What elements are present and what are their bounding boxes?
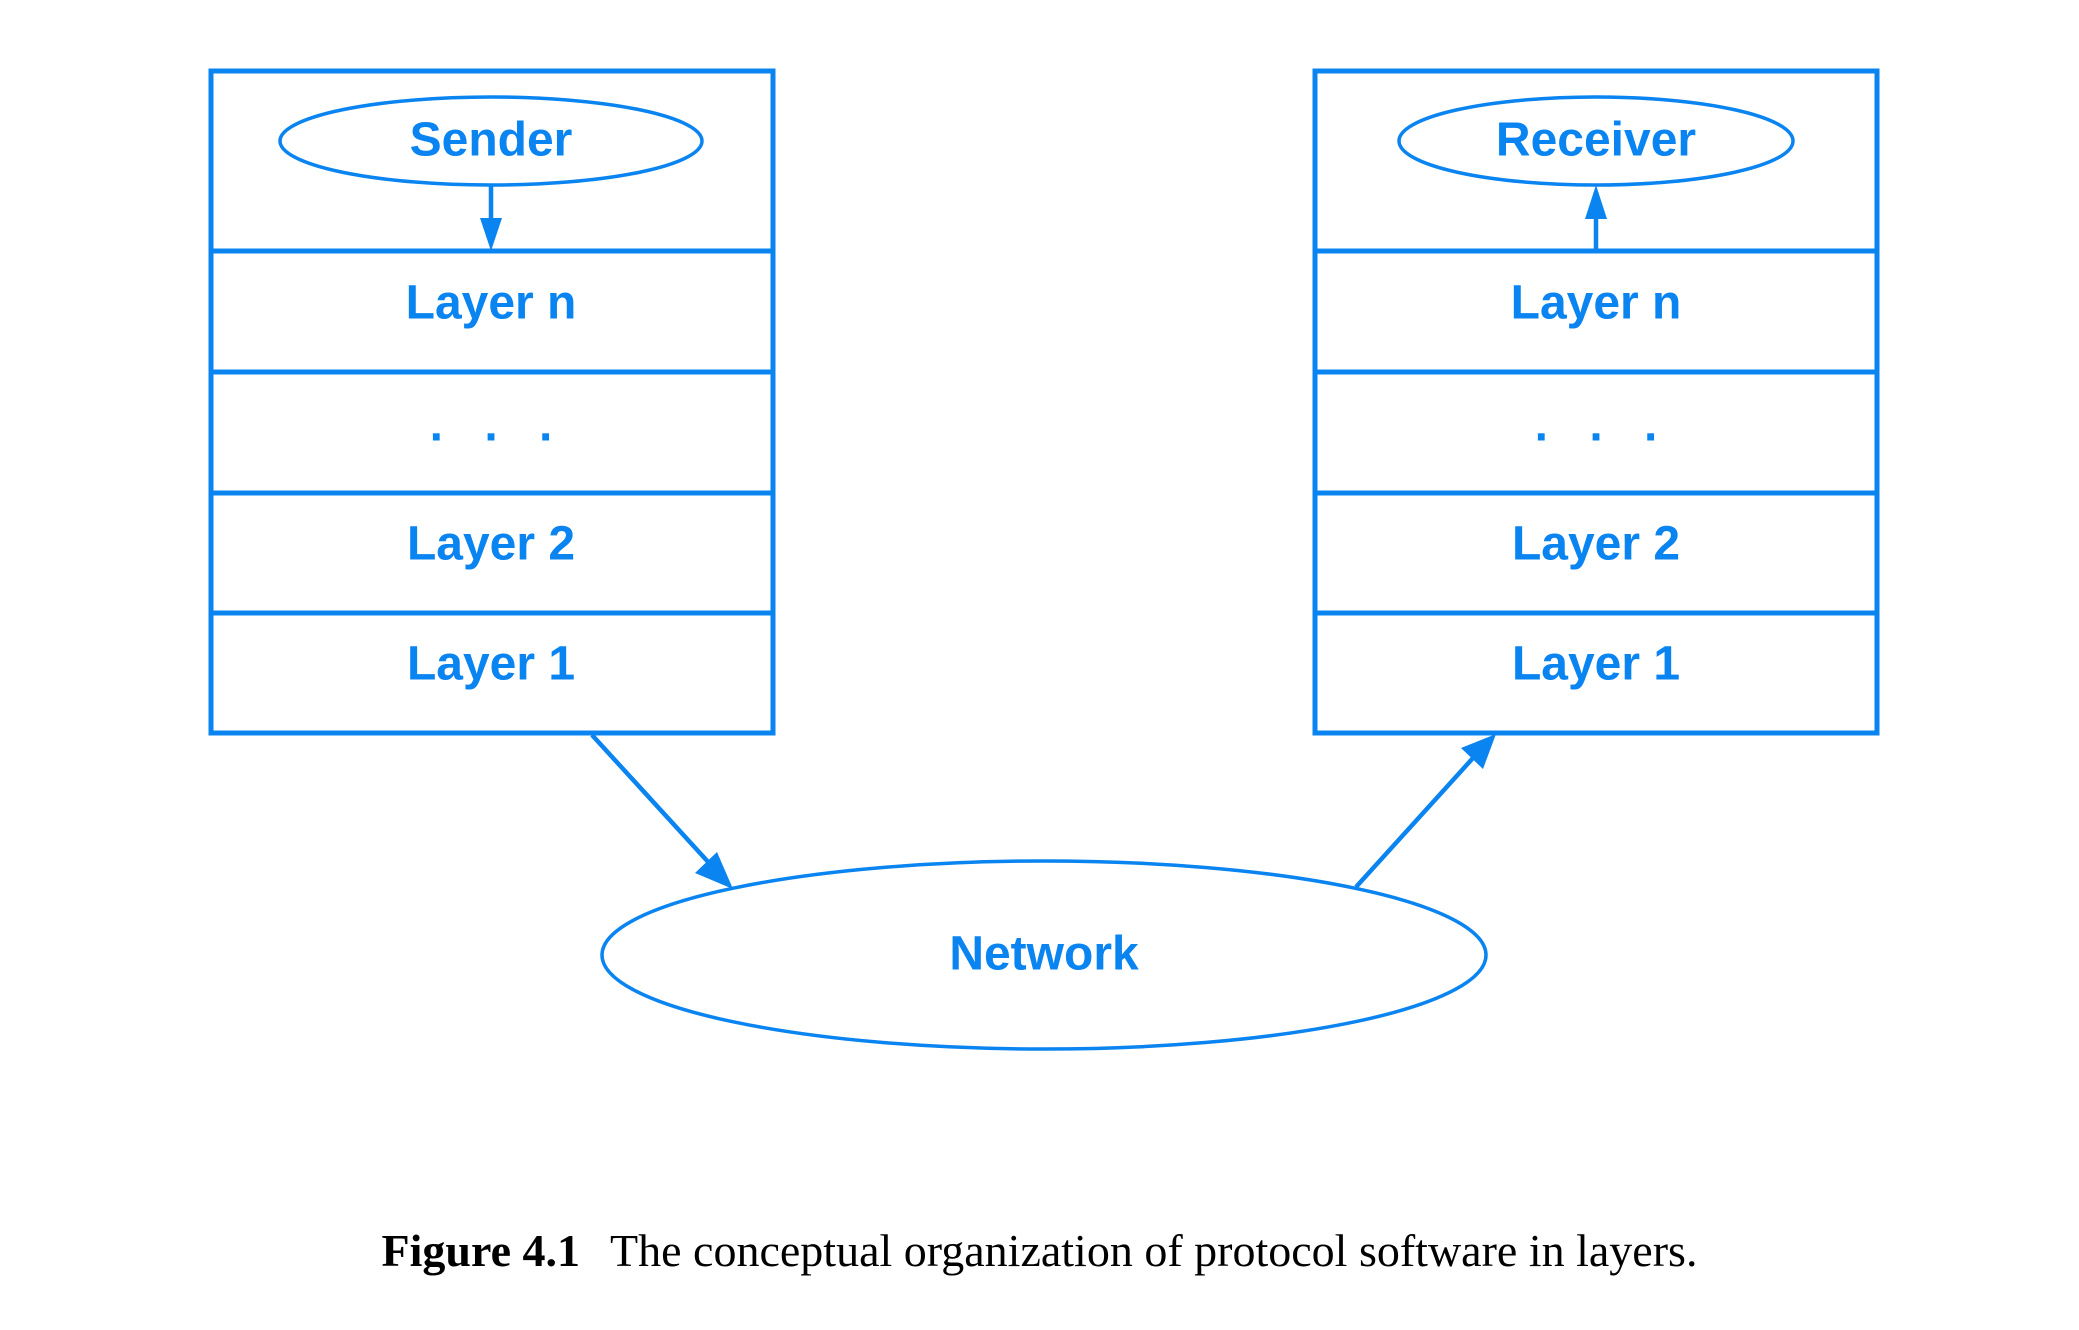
receiver-stack-box: [1312, 68, 1880, 736]
figure-caption: Figure 4.1 The conceptual organization of…: [0, 1228, 2079, 1274]
sender-stack-box: [208, 68, 776, 736]
sender-layer-dots-label: . . .: [430, 399, 567, 452]
receiver-layer-dots-label: . . .: [1535, 399, 1672, 452]
figure-number: Figure 4.1: [381, 1225, 581, 1276]
receiver-up-arrowhead: [1585, 185, 1607, 219]
network-label: Network: [949, 928, 1139, 981]
receiver-layer-2-label: Layer 2: [1512, 518, 1680, 571]
network-to-receiver-arrowhead: [1461, 734, 1496, 769]
sender-layer-1-label: Layer 1: [407, 638, 575, 691]
sender-to-network-arrow: [590, 733, 733, 889]
sender-layer-2-label: Layer 2: [407, 518, 575, 571]
sender-stack: Sender Layer n . . . Layer 2 Layer 1: [208, 68, 776, 736]
network-ellipse: [600, 859, 1488, 1051]
network: Network: [600, 859, 1488, 1051]
receiver-layer-n-label: Layer n: [1511, 277, 1682, 330]
receiver-stack: Receiver Layer n . . . Layer 2 Layer 1: [1312, 68, 1880, 736]
network-to-receiver-shaft: [1354, 756, 1475, 889]
sender-down-arrowhead: [480, 218, 502, 251]
sender-to-network-arrowhead: [695, 852, 733, 889]
sender-label: Sender: [410, 114, 573, 167]
sender-to-network-shaft: [590, 733, 712, 866]
sender-layer-n-label: Layer n: [406, 277, 577, 330]
receiver-label: Receiver: [1496, 114, 1696, 167]
network-to-receiver-arrow: [1354, 734, 1496, 889]
caption-text: The conceptual organization of protocol …: [610, 1225, 1698, 1276]
receiver-layer-1-label: Layer 1: [1512, 638, 1680, 691]
